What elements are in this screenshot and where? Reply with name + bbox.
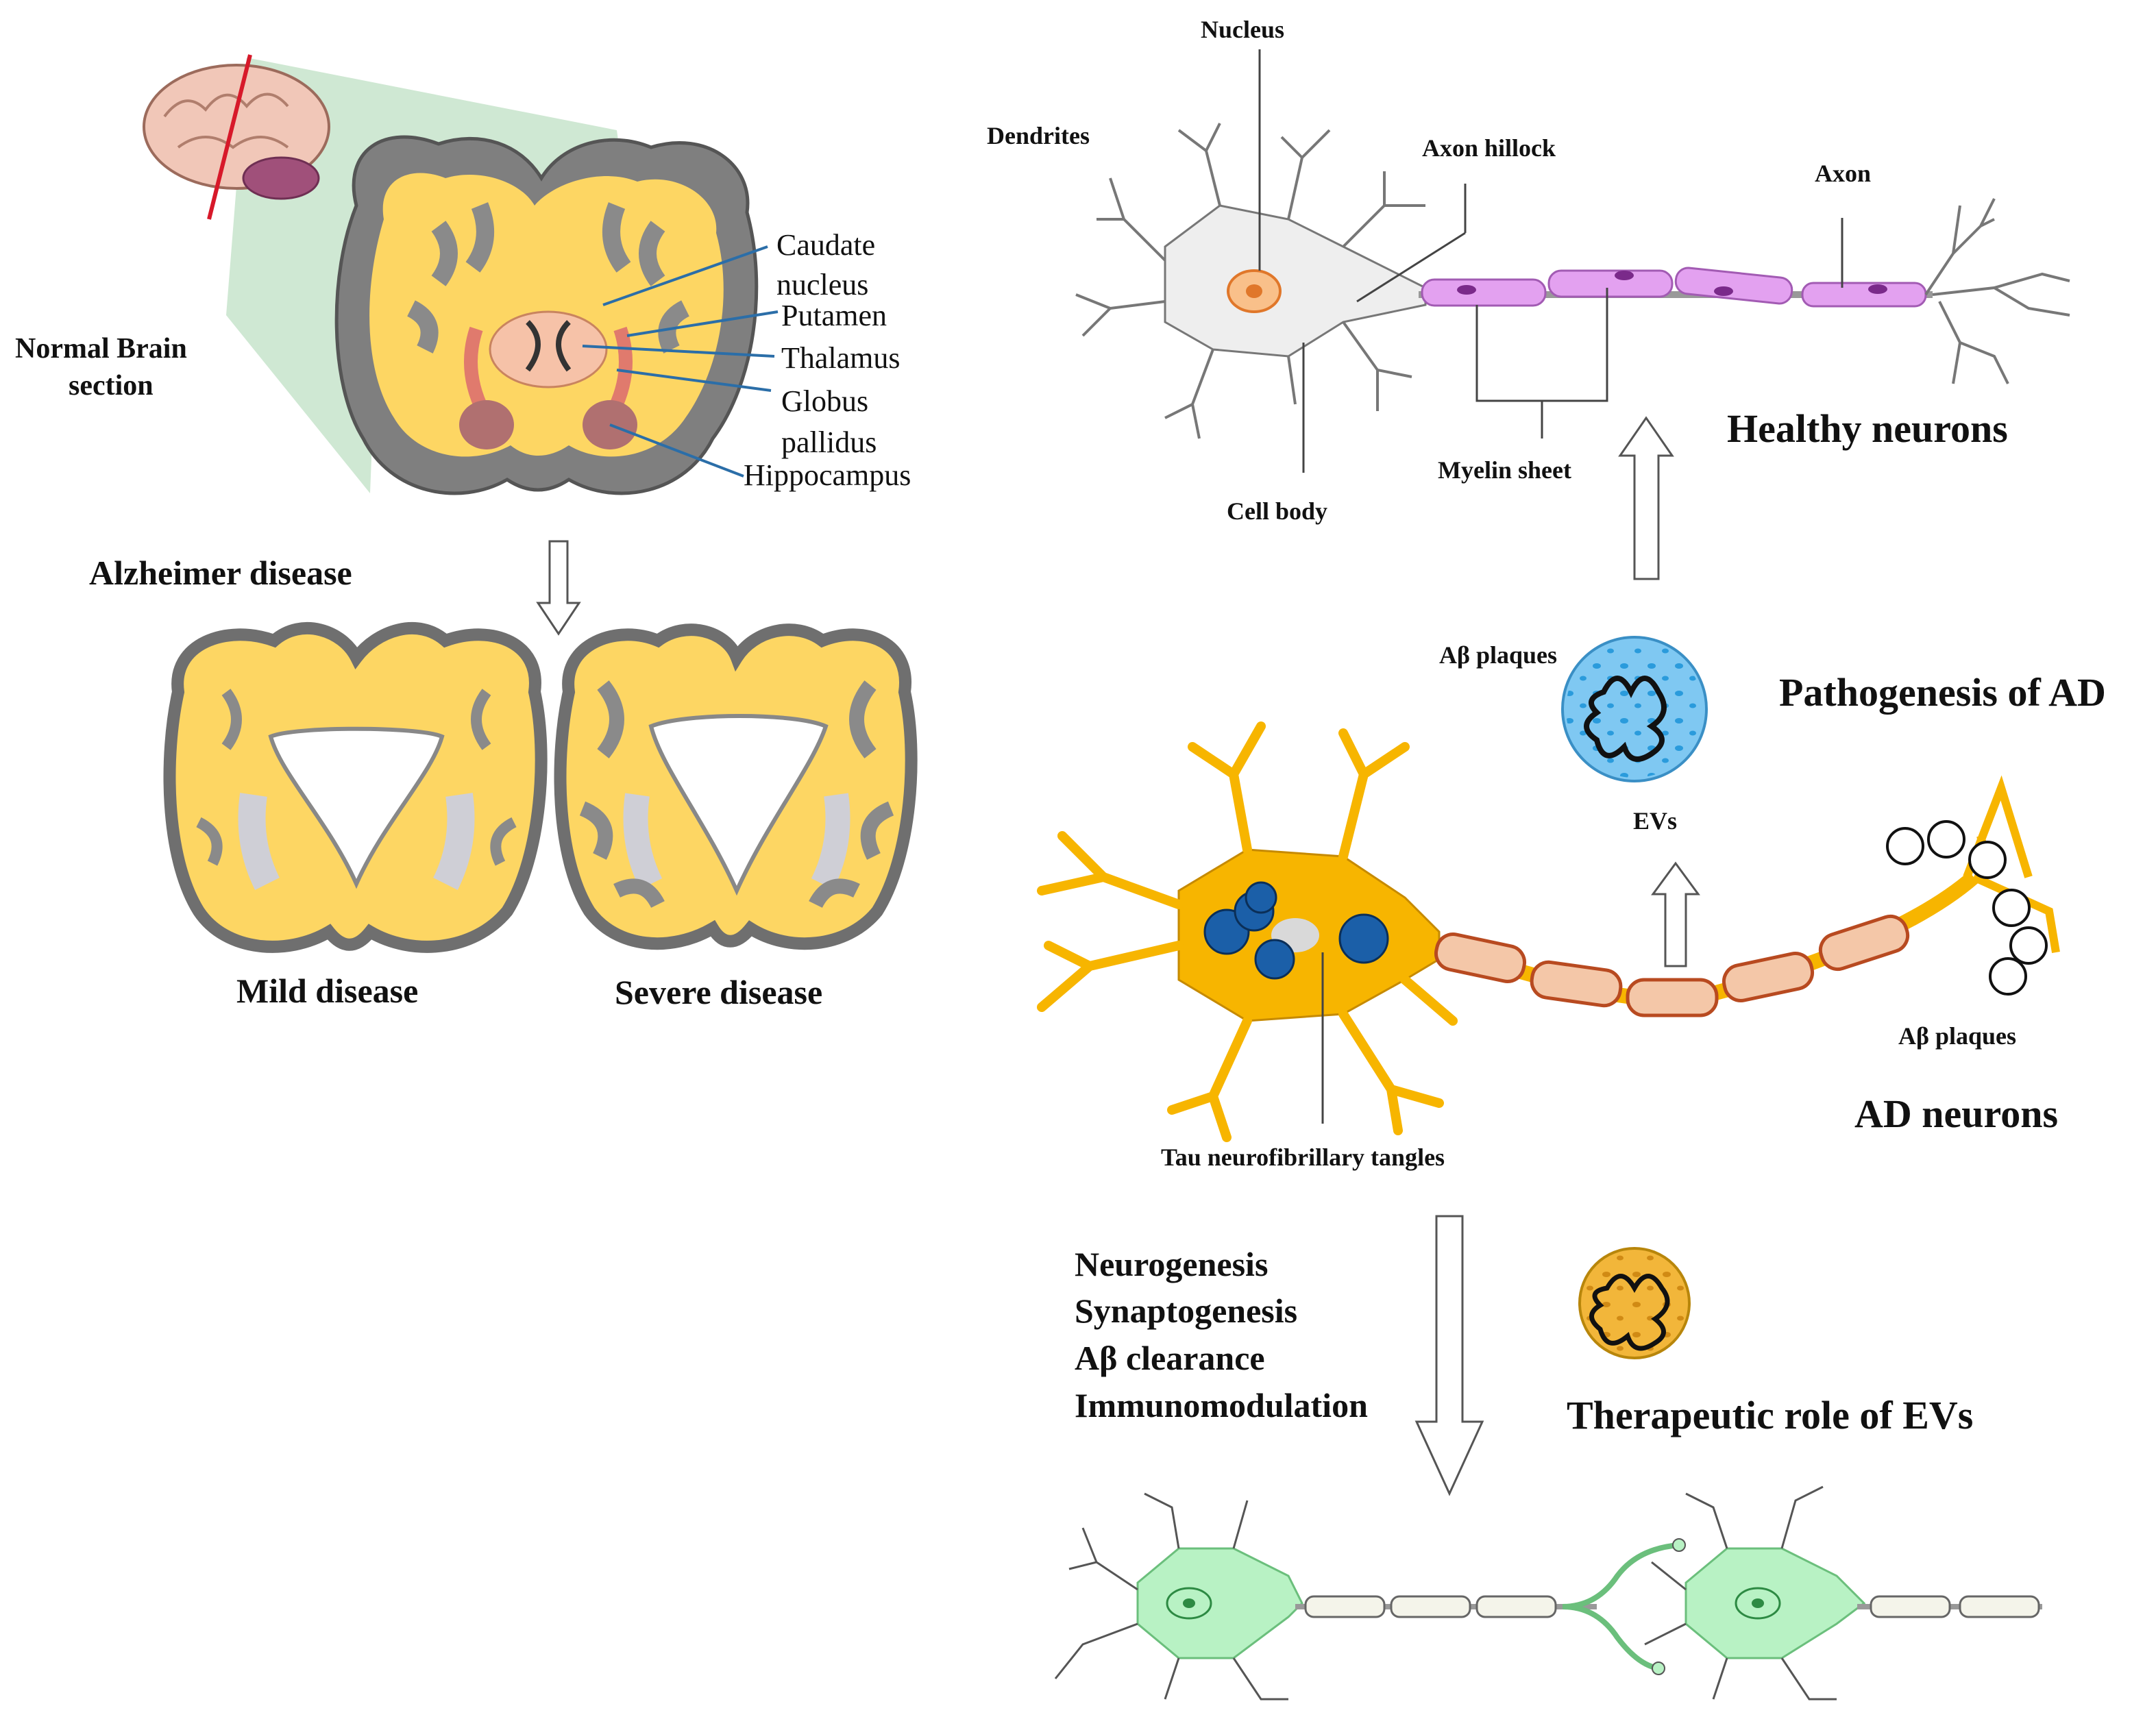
- nucleus-label: Nucleus: [1201, 16, 1284, 43]
- severe-disease-section: Severe disease: [554, 623, 918, 1011]
- cell-body-label: Cell body: [1227, 497, 1327, 525]
- healthy-pointers: [1258, 49, 1843, 473]
- arrow-up-icon: [1618, 416, 1674, 580]
- putamen-label: Putamen: [781, 299, 887, 332]
- ad-neurons-title: AD neurons: [1854, 1091, 2058, 1136]
- neuron-icon: [1054, 1492, 1686, 1701]
- arrow-down-icon: [1414, 1215, 1484, 1496]
- healed-neurons: [1054, 1485, 2042, 1701]
- caudate-label-line1: Caudate: [776, 228, 875, 262]
- cut-line: [207, 54, 252, 220]
- healthy-neurons-title: Healthy neurons: [1727, 406, 2008, 451]
- thalamus-label: Thalamus: [781, 341, 901, 375]
- neuron-icon: [1644, 1485, 2042, 1701]
- normal-brain-label-line2: section: [69, 370, 154, 402]
- neuron-icon: [1037, 721, 2060, 1142]
- globus-label-line2: pallidus: [781, 425, 877, 459]
- pathogenesis-title: Pathogenesis of AD: [1779, 670, 2106, 715]
- role-item: Aβ clearance: [1075, 1339, 1265, 1377]
- axon-label: Axon: [1815, 160, 1871, 187]
- structure-pointers: [582, 245, 779, 478]
- extracellular-vesicle-icon: [1578, 1247, 1691, 1359]
- normal-brain-label-line1: Normal Brain: [15, 333, 187, 365]
- normal-brain-section: Caudate nucleus Putamen Thalamus Globus …: [15, 54, 911, 495]
- alzheimer-label: Alzheimer disease: [89, 554, 352, 592]
- myelin-sheet-label: Myelin sheet: [1438, 456, 1571, 484]
- mild-disease-label: Mild disease: [236, 972, 418, 1010]
- therapeutic-ev: Therapeutic role of EVs: [1567, 1247, 1973, 1437]
- ad-neuron: Aβ plaques Tau neurofibrillary tangles A…: [1037, 721, 2060, 1171]
- axon-hillock-label: Axon hillock: [1422, 134, 1556, 162]
- neuron-icon: [1075, 123, 2070, 439]
- arrow-up-icon: [1651, 861, 1700, 967]
- globus-label-line1: Globus: [781, 384, 868, 418]
- hippocampus-label: Hippocampus: [744, 458, 911, 492]
- role-item: Synaptogenesis: [1075, 1292, 1297, 1330]
- brain-icon: [143, 54, 330, 220]
- pathogenesis-ev: Aβ plaques EVs Pathogenesis of AD: [1439, 636, 2106, 835]
- ad-ab-plaques-label: Aβ plaques: [1898, 1022, 2016, 1050]
- tau-label: Tau neurofibrillary tangles: [1161, 1144, 1445, 1171]
- role-item: Immunomodulation: [1075, 1386, 1368, 1424]
- extracellular-vesicle-icon: [1561, 636, 1708, 782]
- evs-label: EVs: [1633, 807, 1677, 835]
- healthy-neuron: Nucleus Dendrites Axon hillock Axon Myel…: [987, 16, 2070, 525]
- therapeutic-roles-list: Neurogenesis Synaptogenesis Aβ clearance…: [1075, 1245, 1368, 1424]
- pathogenesis-ab-plaques-label: Aβ plaques: [1439, 641, 1557, 669]
- role-item: Neurogenesis: [1075, 1245, 1268, 1283]
- mild-disease-section: Mild disease: [163, 622, 548, 1010]
- severe-disease-label: Severe disease: [615, 973, 822, 1011]
- therapeutic-title: Therapeutic role of EVs: [1567, 1393, 1973, 1437]
- brain-section-icon: [334, 135, 759, 495]
- caudate-label-line2: nucleus: [776, 268, 868, 301]
- dendrites-label: Dendrites: [987, 122, 1090, 149]
- arrow-down-icon: [536, 540, 581, 636]
